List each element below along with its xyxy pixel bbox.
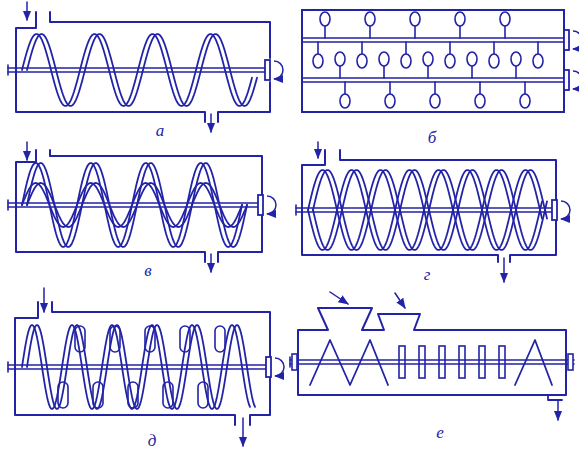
- paddle: [419, 346, 425, 378]
- shaft: [8, 67, 265, 69]
- paddle: [335, 52, 345, 66]
- paddle: [475, 94, 485, 108]
- rotation-arrow: [274, 61, 283, 79]
- paddle: [410, 12, 420, 26]
- screw-flight: [515, 340, 552, 385]
- screw-helix: [27, 34, 257, 106]
- paddle: [340, 94, 350, 108]
- panel-letter: в: [142, 262, 153, 279]
- flow-arrow: [26, 2, 28, 20]
- paddle: [500, 12, 510, 26]
- paddle: [499, 346, 505, 378]
- flow-arrow: [330, 292, 348, 304]
- flow-arrow: [317, 142, 319, 158]
- coupling-flange: [552, 200, 557, 220]
- flow-arrow: [242, 418, 244, 446]
- housing: [302, 10, 564, 112]
- paddle: [489, 54, 499, 68]
- shaft: [302, 37, 564, 39]
- panel-letter: е: [434, 424, 446, 441]
- shaft: [8, 71, 265, 73]
- coupling-flange: [564, 30, 569, 50]
- rotation-arrow: [561, 201, 570, 219]
- shaft: [8, 202, 258, 204]
- housing: [298, 308, 566, 395]
- paddle: [533, 54, 543, 68]
- coupling-flange: [265, 60, 270, 80]
- shaft: [302, 41, 564, 43]
- outlet: [548, 395, 562, 400]
- paddle: [357, 54, 367, 68]
- shaft: [302, 77, 564, 79]
- housing: [510, 220, 556, 262]
- screw-helix: [313, 170, 547, 250]
- paddle: [445, 54, 455, 68]
- shaft-end: [301, 75, 303, 85]
- paddle: [313, 54, 323, 68]
- coupling-flange: [568, 354, 573, 370]
- coupling-flange: [564, 70, 569, 90]
- flow-arrow: [210, 254, 212, 272]
- coupling-flange: [266, 357, 271, 377]
- rotation-arrow: [573, 31, 579, 49]
- paddle: [423, 52, 433, 66]
- paddle: [215, 326, 225, 352]
- shaft-end: [289, 357, 291, 367]
- flow-arrow: [210, 114, 212, 132]
- paddle: [385, 94, 395, 108]
- paddle: [379, 52, 389, 66]
- shaft: [8, 206, 258, 208]
- shaft-end: [295, 205, 297, 215]
- shaft: [8, 364, 266, 366]
- shaft-end: [7, 362, 9, 372]
- flow-arrow: [395, 293, 405, 308]
- flow-arrow: [557, 400, 559, 420]
- paddle: [467, 52, 477, 66]
- shaft-end: [7, 65, 9, 75]
- paddle: [365, 12, 375, 26]
- housing: [16, 12, 205, 122]
- screw-flight: [310, 340, 388, 385]
- paddle: [401, 54, 411, 68]
- flow-arrow: [503, 258, 505, 282]
- paddle: [320, 12, 330, 26]
- flow-arrow: [26, 142, 28, 160]
- rotation-arrow: [275, 358, 284, 376]
- shaft: [290, 359, 574, 361]
- screw-helix: [22, 325, 250, 409]
- paddle: [439, 346, 445, 378]
- flow-arrow: [43, 288, 45, 312]
- paddle: [455, 12, 465, 26]
- rotation-arrow: [267, 196, 276, 214]
- shaft: [8, 368, 266, 370]
- screw-helix: [27, 325, 255, 409]
- panel-letter: а: [154, 122, 167, 139]
- coupling-flange: [292, 354, 297, 370]
- paddle: [479, 346, 485, 378]
- paddle: [459, 346, 465, 378]
- screw-helix: [27, 183, 247, 227]
- shaft: [296, 211, 552, 213]
- coupling-flange: [258, 195, 263, 215]
- panel-letter: г: [422, 266, 433, 283]
- paddle: [430, 94, 440, 108]
- shaft-end: [7, 200, 9, 210]
- screw-helix: [308, 170, 542, 250]
- screw-helix: [308, 170, 542, 250]
- paddle: [399, 346, 405, 378]
- shaft: [290, 363, 574, 365]
- paddle: [511, 52, 521, 66]
- paddle: [520, 94, 530, 108]
- rotation-arrow: [573, 71, 579, 89]
- shaft: [296, 207, 552, 209]
- shaft-end: [301, 35, 303, 45]
- panel-letter: б: [426, 129, 439, 146]
- panel-letter: д: [146, 432, 159, 449]
